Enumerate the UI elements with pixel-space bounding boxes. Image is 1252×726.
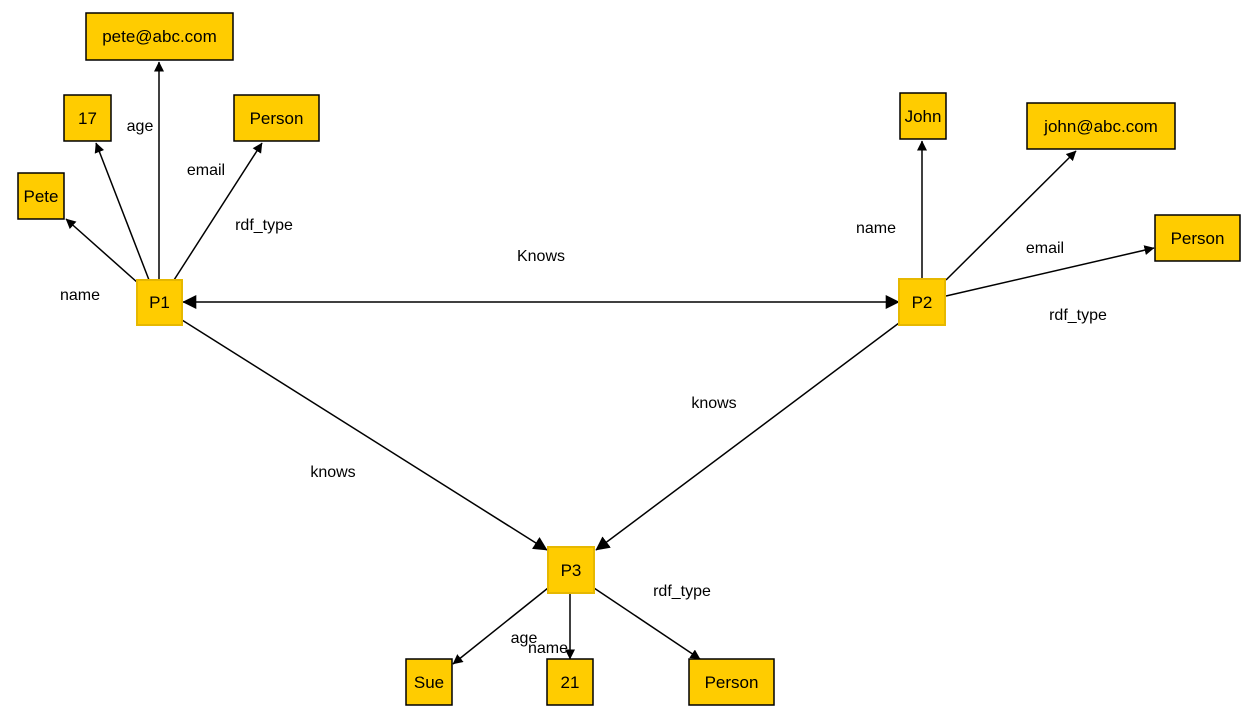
node-p2-email-label: john@abc.com — [1043, 117, 1158, 136]
edge-label-p1-email: email — [187, 162, 225, 179]
node-p3-age-label: 21 — [561, 673, 580, 692]
edge-p1-type — [173, 142, 263, 281]
node-p2-email[interactable]: john@abc.com — [1026, 102, 1176, 150]
edge-p3-type — [593, 587, 701, 660]
edge-label-p3-age: age — [511, 630, 538, 647]
node-p2-name-label: John — [905, 107, 942, 126]
edge-label-p1-name: name — [60, 287, 100, 304]
node-p2-type[interactable]: Person — [1154, 214, 1241, 262]
edge-p2-p3 — [595, 322, 900, 551]
node-p2[interactable]: P2 — [898, 278, 946, 326]
edge-p1-p3 — [181, 319, 548, 551]
node-p2-label: P2 — [912, 293, 933, 312]
edge-label-p1-p2: Knows — [517, 248, 565, 265]
node-p3[interactable]: P3 — [547, 546, 595, 594]
node-p3-age[interactable]: 21 — [546, 658, 594, 706]
node-p1-age[interactable]: 17 — [63, 94, 112, 142]
node-p1-type[interactable]: Person — [233, 94, 320, 142]
edge-p1-name — [65, 218, 139, 284]
nodes: P1 P2 P3 pete@abc.com 17 Person Pete — [17, 12, 1241, 706]
edge-label-p1-p3: knows — [310, 464, 355, 481]
edge-label-p2-type: rdf_type — [1049, 307, 1107, 324]
edge-labels: name age email rdf_type Knows knows name… — [60, 118, 1107, 657]
edge-p2-type — [945, 245, 1155, 297]
edge-label-p2-p3: knows — [691, 395, 736, 412]
edge-p2-email — [945, 150, 1077, 281]
edge-label-p2-email: email — [1026, 240, 1064, 257]
edge-p3-name — [452, 587, 549, 665]
edge-label-p2-name: name — [856, 220, 896, 237]
edge-label-p1-type: rdf_type — [235, 217, 293, 234]
edges — [65, 61, 1155, 665]
node-p3-type[interactable]: Person — [688, 658, 775, 706]
node-p1-age-label: 17 — [78, 109, 97, 128]
node-p1-type-label: Person — [250, 109, 304, 128]
node-p1[interactable]: P1 — [136, 279, 183, 326]
node-p1-email[interactable]: pete@abc.com — [85, 12, 234, 61]
node-p3-label: P3 — [561, 561, 582, 580]
edge-p1-age — [94, 142, 150, 281]
edge-label-p1-age: age — [127, 118, 154, 135]
node-p3-type-label: Person — [705, 673, 759, 692]
node-p2-name[interactable]: John — [899, 92, 947, 140]
node-p1-name[interactable]: Pete — [17, 172, 65, 220]
edge-label-p3-name: name — [528, 640, 568, 657]
node-p3-name-label: Sue — [414, 673, 444, 692]
node-p1-name-label: Pete — [24, 187, 59, 206]
node-p1-email-label: pete@abc.com — [102, 27, 217, 46]
node-p3-name[interactable]: Sue — [405, 658, 453, 706]
edge-label-p3-type: rdf_type — [653, 583, 711, 600]
node-p2-type-label: Person — [1171, 229, 1225, 248]
node-p1-label: P1 — [149, 293, 170, 312]
